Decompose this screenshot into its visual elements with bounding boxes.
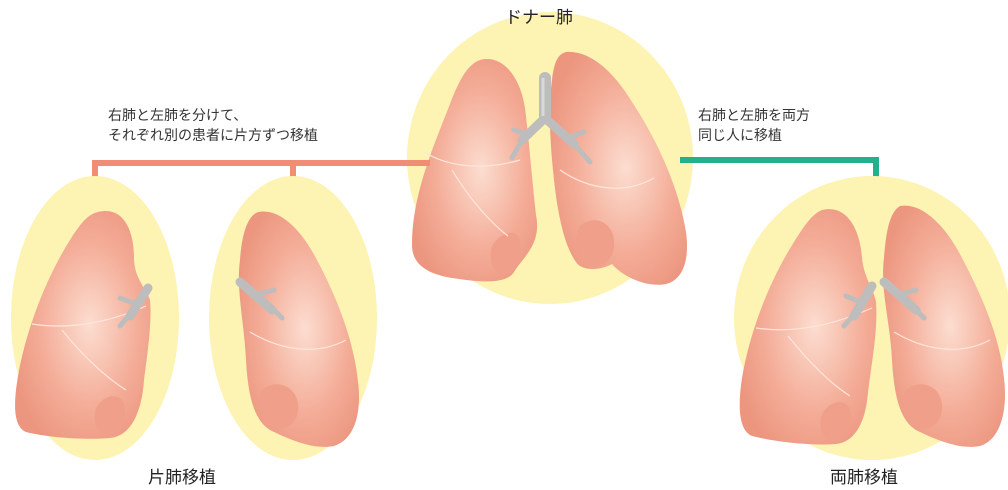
donor-lung-title: ドナー肺 (505, 8, 573, 28)
donor-fissure-right (559, 169, 655, 189)
double-left-lung (739, 209, 877, 445)
single-transplant-title: 片肺移植 (148, 468, 216, 488)
single-1-lobe (94, 396, 126, 434)
both-caption: 右肺と左肺を両方 同じ人に移植 (698, 106, 810, 146)
double-bronchi (841, 277, 927, 329)
double-left-lobe (820, 402, 852, 440)
both-caption-line-2: 同じ人に移植 (698, 128, 782, 144)
single-2-bronchus (235, 277, 285, 321)
split-caption-line-1: 右肺と左肺を分けて、 (108, 108, 248, 124)
donor-lungs (407, 12, 693, 304)
single-recipient-1 (11, 176, 179, 460)
both-caption-line-1: 右肺と左肺を両方 (698, 108, 810, 124)
single-1-bronchus (117, 283, 153, 329)
donor-fissure-left (423, 151, 521, 237)
double-right-fissure (893, 331, 991, 350)
split-caption-line-2: それぞれ別の患者に片方ずつ移植 (108, 128, 318, 144)
donor-left-lung (412, 59, 538, 282)
donor-left-lung-lobe (490, 232, 522, 275)
single-2-lobe (258, 384, 299, 429)
double-recipient (734, 176, 1008, 460)
single-2-fissure (249, 331, 347, 350)
donor-trachea (509, 72, 593, 165)
single-recipient-2 (209, 176, 377, 460)
double-right-lobe (902, 384, 943, 429)
split-caption: 右肺と左肺を分けて、 それぞれ別の患者に片方ずつ移植 (108, 106, 318, 146)
donor-right-lung-lobe (575, 220, 615, 267)
double-transplant-title: 両肺移植 (830, 468, 898, 488)
